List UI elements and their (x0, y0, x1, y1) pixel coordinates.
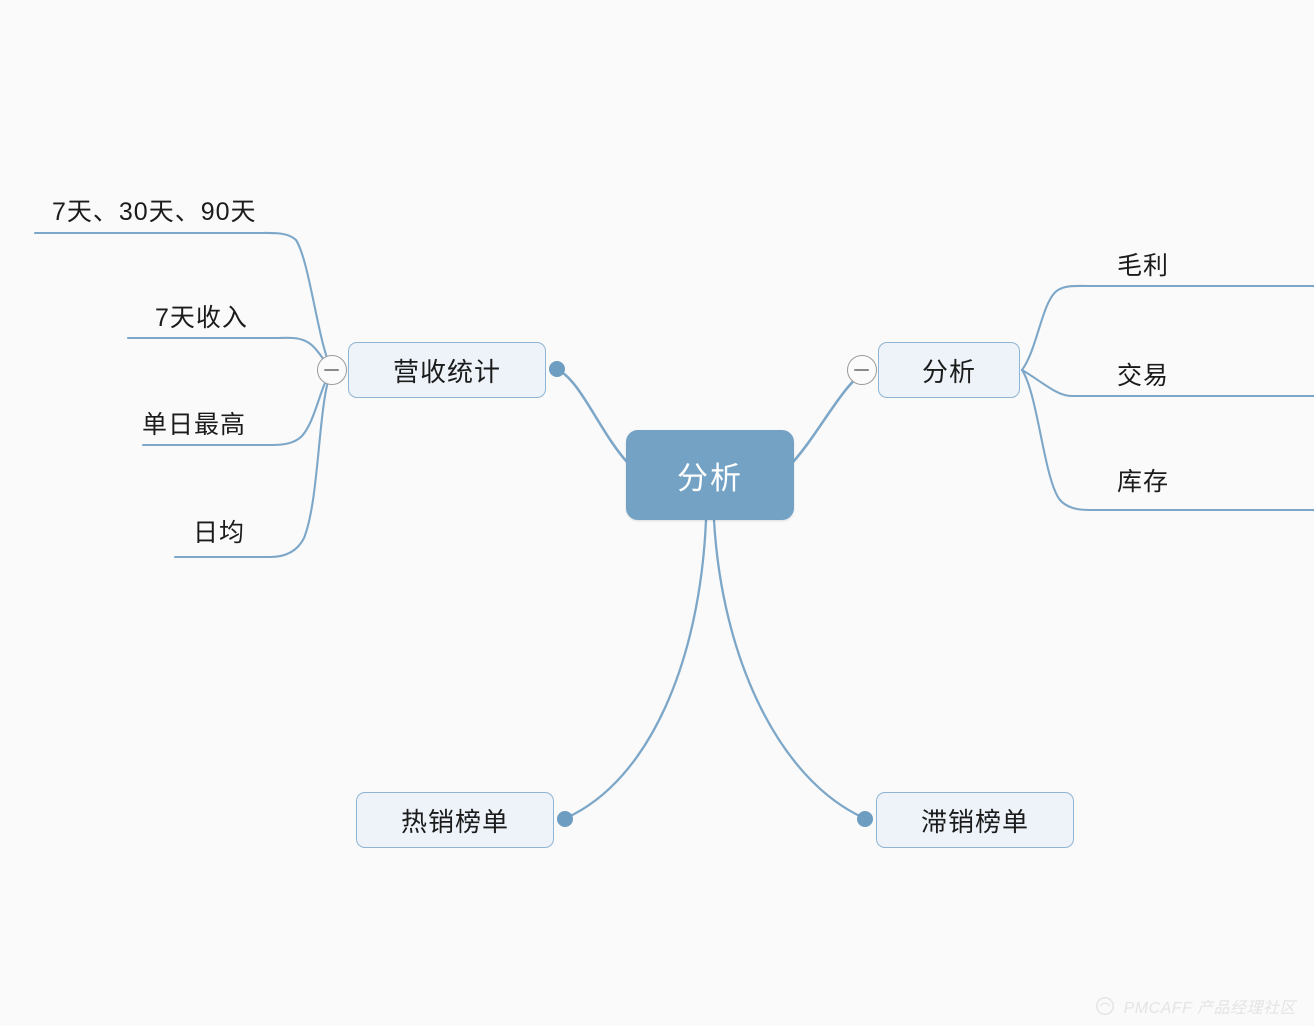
leaf-label-analysis-1[interactable]: 交易 (1117, 362, 1170, 390)
branch-node-hot-list[interactable]: 热销榜单 (356, 792, 554, 848)
leaf-label-revenue-3[interactable]: 日均 (193, 519, 246, 547)
root-node[interactable]: 分析 (626, 430, 794, 520)
collapse-toggle-revenue[interactable] (317, 355, 347, 385)
branch-node-slow-list-label: 滞销榜单 (920, 806, 1029, 837)
leaf-label-revenue-1[interactable]: 7天收入 (155, 304, 248, 332)
watermark: PMCAFF 产品经理社区 (1094, 994, 1296, 1018)
leaf-label-analysis-2[interactable]: 库存 (1117, 468, 1170, 496)
branch-node-revenue[interactable]: 营收统计 (348, 342, 546, 398)
collapse-toggle-analysis[interactable] (847, 355, 877, 385)
pmcaff-logo-icon (1095, 997, 1114, 1015)
leaf-label-revenue-2[interactable]: 单日最高 (142, 411, 247, 439)
leaf-label-revenue-0[interactable]: 7天、30天、90天 (52, 198, 257, 226)
branch-node-revenue-label: 营收统计 (392, 356, 501, 387)
root-node-label: 分析 (677, 460, 743, 496)
watermark-text: PMCAFF 产品经理社区 (1123, 1000, 1296, 1017)
leaf-label-analysis-0[interactable]: 毛利 (1117, 252, 1170, 280)
branch-node-analysis[interactable]: 分析 (878, 342, 1020, 398)
branch-node-hot-list-label: 热销榜单 (400, 806, 509, 837)
branch-node-slow-list[interactable]: 滞销榜单 (876, 792, 1074, 848)
connector-dot-slow-list (857, 811, 873, 827)
branch-node-analysis-label: 分析 (921, 356, 976, 387)
connector-dot-revenue (549, 361, 565, 377)
connector-dot-hot-list (557, 811, 573, 827)
